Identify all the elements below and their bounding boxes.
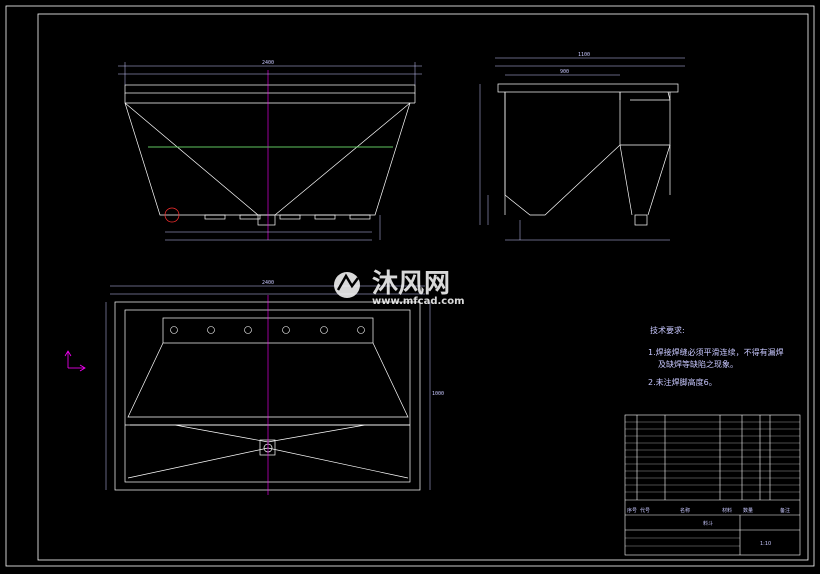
title-block-rows	[625, 421, 800, 547]
inner-border	[37, 13, 809, 561]
watermark-brand: 沐风网	[372, 269, 450, 299]
ucs-icon	[64, 350, 86, 372]
outer-border	[5, 5, 815, 567]
plan-dimensions	[105, 285, 431, 490]
side-overall-dimension: 1100	[578, 52, 590, 58]
watermark-url: www.mfcad.com	[372, 296, 465, 307]
plan-height-dimension: 1000	[432, 391, 444, 397]
tech-req-line2: 2.未注焊脚高度6。	[648, 377, 717, 387]
front-red-marker	[164, 207, 180, 223]
header-code: 代号	[640, 507, 650, 514]
drawing-name: 料斗	[703, 520, 713, 527]
header-name: 名称	[680, 507, 690, 514]
tech-req-title: 技术要求:	[650, 325, 685, 335]
header-material: 材料	[722, 507, 732, 514]
side-dimensions	[479, 57, 685, 241]
drawing-scale: 1:10	[760, 541, 771, 547]
support-feet	[204, 214, 371, 220]
side-view	[497, 83, 679, 226]
front-overall-dimension: 2400	[262, 60, 274, 66]
watermark-logo	[334, 272, 360, 298]
tech-req-line1b: 及缺焊等缺陷之现象。	[658, 359, 738, 369]
header-seq: 序号	[627, 507, 637, 514]
plan-holes	[170, 326, 365, 334]
side-inner-dimension: 900	[560, 69, 569, 75]
front-view	[124, 84, 416, 226]
front-dimensions	[118, 62, 422, 241]
header-qty: 数量	[743, 507, 753, 514]
tech-req-line1: 1.焊接焊缝必须平滑连续，不得有漏焊	[648, 347, 784, 357]
plan-view	[114, 301, 421, 491]
plan-overall-dimension: 2400	[262, 280, 274, 286]
header-note: 备注	[780, 507, 790, 514]
